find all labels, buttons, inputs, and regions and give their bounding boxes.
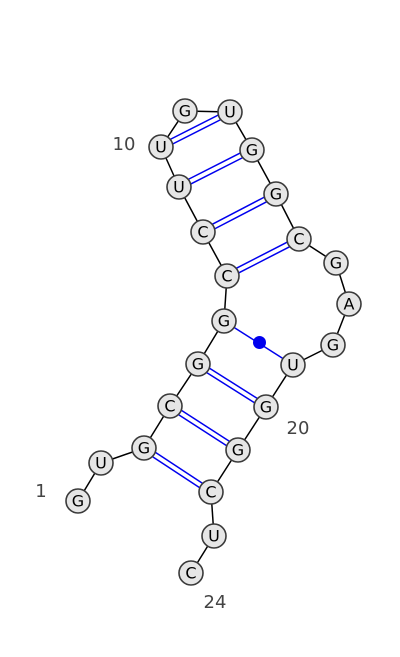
nucleotide-circle: [198, 479, 224, 505]
base-pair-line-5-20-2: [206, 371, 255, 404]
nucleotide-17: A: [336, 291, 362, 317]
nucleotide-circle: [157, 393, 183, 419]
base-pair-line-10-12-2: [172, 119, 221, 145]
index-label-1: 1: [35, 481, 46, 502]
nucleotide-letter: U: [173, 178, 185, 197]
nucleotide-circle: [88, 450, 114, 476]
nucleotide-circle: [172, 98, 198, 124]
nucleotide-circle: [65, 488, 91, 514]
nucleotide-6: G: [211, 308, 237, 334]
nucleotide-letter: G: [138, 439, 150, 458]
nucleotide-circle: [131, 435, 157, 461]
nucleotide-letter: G: [246, 141, 258, 160]
nucleotide-11: G: [172, 98, 198, 124]
nucleotide-12: U: [217, 99, 243, 125]
nucleotide-9: U: [166, 174, 192, 200]
nucleotide-circle: [148, 134, 174, 160]
nucleotide-letter: G: [330, 254, 342, 273]
nucleotide-14: G: [263, 181, 289, 207]
base-pair-line-7-15-1: [236, 241, 288, 269]
nucleotide-4: C: [157, 393, 183, 419]
nucleotide-letter: G: [260, 398, 272, 417]
nucleotide-circle: [336, 291, 362, 317]
nucleotide-letter: U: [95, 454, 107, 473]
base-pair-line-9-13-1: [188, 152, 241, 180]
nucleotide-5: G: [185, 351, 211, 377]
nucleotide-circle: [201, 523, 227, 549]
nucleotide-letter: G: [327, 336, 339, 355]
nucleotide-circle: [253, 394, 279, 420]
nucleotide-19: U: [280, 352, 306, 378]
nucleotide-letter: G: [218, 312, 230, 331]
nucleotide-circle: [217, 99, 243, 125]
base-pair-line-5-20-1: [209, 367, 258, 400]
nucleotide-20: G: [253, 394, 279, 420]
nucleotide-letter: U: [224, 103, 236, 122]
nucleotide-letter: G: [179, 102, 191, 121]
nucleotide-letter: A: [344, 295, 355, 314]
nucleotide-letter: G: [192, 355, 204, 374]
nucleotide-letter: U: [287, 356, 299, 375]
nucleotide-circle: [239, 137, 265, 163]
base-pair-line-4-21-1: [181, 409, 230, 442]
nucleotide-letter: C: [221, 267, 232, 286]
nucleotide-letter: C: [293, 230, 304, 249]
nucleotide-letter: C: [205, 483, 216, 502]
nucleotide-circle: [280, 352, 306, 378]
base-pair-line-10-12-1: [170, 114, 219, 140]
base-pairs: [152, 114, 290, 489]
nucleotide-circle: [225, 437, 251, 463]
base-pair-line-8-14-1: [212, 196, 265, 225]
nucleotide-letter: U: [208, 527, 220, 546]
nucleotide-letter: U: [155, 138, 167, 157]
base-pair-line-7-15-2: [238, 246, 290, 274]
nucleotide-circle: [263, 181, 289, 207]
index-label-24: 24: [204, 592, 227, 613]
nucleotide-circle: [323, 250, 349, 276]
base-pair-line-8-14-2: [214, 201, 267, 230]
nucleotide-circle: [190, 219, 216, 245]
nucleotide-24: C: [178, 560, 204, 586]
index-label-20: 20: [287, 418, 310, 439]
nucleotide-circle: [211, 308, 237, 334]
nucleotide-10: U: [148, 134, 174, 160]
nucleotide-letter: G: [232, 441, 244, 460]
nucleotide-letter: C: [185, 564, 196, 583]
nucleotide-circle: [178, 560, 204, 586]
base-pair-line-3-22-2: [152, 456, 200, 489]
index-labels: 1 10 20 24: [35, 134, 309, 613]
nucleotide-circle: [320, 332, 346, 358]
nucleotide-letter: G: [72, 492, 84, 511]
nucleotide-13: G: [239, 137, 265, 163]
nucleotide-15: C: [286, 226, 312, 252]
nucleotide-letter: G: [270, 185, 282, 204]
nucleotide-21: G: [225, 437, 251, 463]
nucleotide-letter: C: [164, 397, 175, 416]
nucleotide-circle: [185, 351, 211, 377]
nucleotide-1: G: [65, 488, 91, 514]
nucleotide-18: G: [320, 332, 346, 358]
nucleotide-circle: [286, 226, 312, 252]
base-pair-line-3-22-1: [155, 451, 203, 484]
nucleotide-7: C: [214, 263, 240, 289]
nucleotide-8: C: [190, 219, 216, 245]
base-pair-line-4-21-2: [178, 414, 227, 447]
index-label-10: 10: [113, 134, 136, 155]
nucleotide-22: C: [198, 479, 224, 505]
nucleotide-letter: C: [197, 223, 208, 242]
base-pair-line-9-13-2: [190, 157, 243, 185]
nucleotide-16: G: [323, 250, 349, 276]
noncanonical-pair-dot-6-19: [253, 336, 266, 349]
nucleotide-circle: [166, 174, 192, 200]
nucleotide-3: G: [131, 435, 157, 461]
nucleotide-2: U: [88, 450, 114, 476]
nucleotide-circle: [214, 263, 240, 289]
nucleotide-23: U: [201, 523, 227, 549]
